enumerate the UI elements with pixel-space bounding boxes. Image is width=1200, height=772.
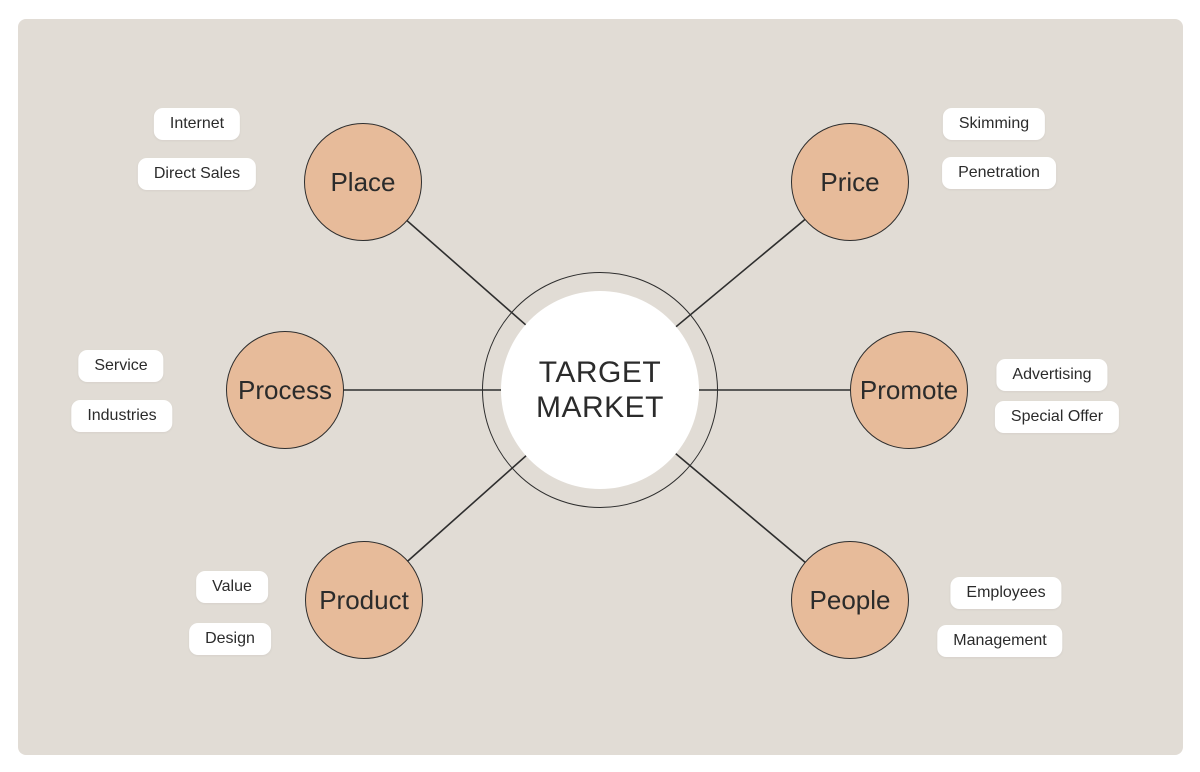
tag-penetration: Penetration: [942, 157, 1056, 189]
tag-management: Management: [937, 625, 1063, 657]
node-product-label: Product: [319, 584, 409, 615]
node-promote-label: Promote: [859, 374, 959, 405]
node-price: Price: [791, 123, 909, 241]
node-people: People: [791, 541, 909, 659]
node-process: Process: [226, 331, 344, 449]
node-price-label: Price: [820, 166, 880, 197]
node-people-label: People: [809, 584, 891, 615]
node-promote: Promote: [850, 331, 968, 449]
center-label-line2: MARKET: [535, 391, 664, 424]
tag-advertising: Advertising: [996, 359, 1108, 391]
tag-value: Value: [196, 571, 268, 603]
tag-industries: Industries: [71, 400, 173, 432]
tag-internet: Internet: [153, 108, 241, 140]
tag-skimming: Skimming: [942, 108, 1046, 140]
tag-design: Design: [189, 623, 271, 655]
node-place-label: Place: [330, 166, 396, 197]
node-place: Place: [304, 123, 422, 241]
center-label-line1: TARGET: [538, 356, 662, 389]
center-node-ring: [482, 272, 718, 508]
tag-special-offer: Special Offer: [994, 401, 1120, 433]
tag-service: Service: [78, 350, 164, 382]
node-process-label: Process: [238, 374, 332, 405]
node-product: Product: [305, 541, 423, 659]
tag-direct-sales: Direct Sales: [137, 158, 257, 190]
tag-employees: Employees: [950, 577, 1062, 609]
